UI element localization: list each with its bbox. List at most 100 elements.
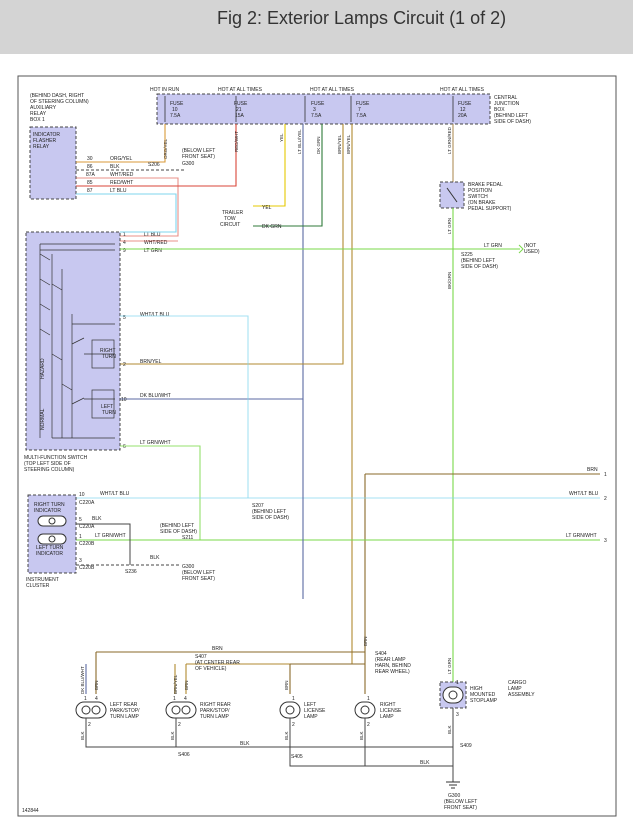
fuse-number: 7 (358, 107, 361, 113)
fuse-wires (120, 124, 454, 664)
not-used-arrow-icon (518, 244, 524, 254)
aux-relay-label: AUXILIARY (30, 105, 57, 111)
aux-relay-label: BOX 1 (30, 117, 45, 123)
page-continuation-wires (76, 473, 600, 664)
left-license-lamp (279, 701, 301, 719)
cluster-conn: C220B (79, 565, 95, 571)
wiring-diagram: HOT IN RUN HOT AT ALL TIMES HOT AT ALL T… (17, 75, 617, 817)
relay-wire-label: RED/WHT (110, 180, 133, 186)
s207-label: SIDE OF DASH) (252, 515, 289, 521)
wire-label: BRN/YEL (173, 674, 178, 694)
trailer-label: CIRCUIT (220, 222, 240, 228)
trailer-label: TRAILER (222, 210, 244, 216)
cluster-wire-label: WHT/LT BLU (100, 491, 130, 497)
left-turn-label: TURN (102, 410, 116, 416)
left-turn-label: LEFT (101, 404, 113, 410)
right-turn-indicator-label: INDICATOR (34, 508, 61, 514)
relay-wires (76, 124, 237, 237)
relay-wire-label: LT BLU (110, 188, 127, 194)
brake-switch-label: SWITCH (468, 194, 488, 200)
g300-label: FRONT SEAT) (182, 576, 215, 582)
lamp-pin: 1 (456, 680, 459, 686)
indicator-bulb-icon (37, 515, 67, 527)
wire-label: BRN (94, 680, 99, 690)
lamp-label: HIGH (470, 686, 483, 692)
relay-wire-label: ORG/YEL (110, 156, 132, 162)
ground-pin: 3 (456, 712, 459, 718)
s211-label: (BEHIND LEFT (160, 523, 194, 529)
ground-symbol-icon (446, 781, 460, 789)
wire-label: LT GRN (447, 218, 452, 234)
brn-label: BRN (587, 467, 598, 473)
fuse-number: 3 (313, 107, 316, 113)
mfs-pin: 10 (121, 397, 127, 403)
s225-label: SIDE OF DASH) (461, 264, 498, 270)
wire-label: LT GRN (447, 658, 452, 674)
diagram-frame (17, 75, 617, 817)
wire-label: LT BLU/YEL (297, 129, 302, 154)
ground-pin: 2 (367, 722, 370, 728)
g300-label: G300 (182, 161, 194, 167)
right-turn-label: RIGHT (100, 348, 116, 354)
wire-label: BRN/YEL (346, 134, 351, 154)
central-junction-box (156, 93, 491, 125)
wire-label: ORG/YEL (163, 138, 168, 159)
wire-label: BK/GRN (447, 272, 452, 289)
lamp-pin: 1 (84, 696, 87, 702)
cjb-label: (BEHIND LEFT (494, 113, 528, 119)
lamp-label: PARK/STOP/ (110, 708, 140, 714)
mfs-wire-label: LT GRN (144, 248, 162, 254)
relay-pin: 87 (87, 188, 93, 194)
brake-switch-label: (ON BRAKE (468, 200, 496, 206)
lamp-pin: 4 (95, 696, 98, 702)
ground-pin: 2 (292, 722, 295, 728)
off-page-ref: 2 (604, 496, 607, 502)
fuse-rating: 7.5A (311, 113, 322, 119)
relay-pin: 30 (87, 156, 93, 162)
lamp-label: LEFT REAR (110, 702, 138, 708)
left-turn-indicator-label: LEFT TURN (36, 545, 64, 551)
trailer-wire-label: DK GRN (262, 224, 282, 230)
fuse-rating: 15A (235, 113, 245, 119)
fuse-label: FUSE (458, 101, 472, 107)
s404-label: (REAR LAMP (375, 657, 406, 663)
left-turn-indicator-label: INDICATOR (36, 551, 63, 557)
figure-header: Fig 2: Exterior Lamps Circuit (1 of 2) (0, 0, 633, 54)
mfs-label: MULTI-FUNCTION SWITCH (24, 455, 88, 461)
left-rear-turn-lamp (75, 701, 107, 719)
off-page-ref: 1 (604, 472, 607, 478)
mfs-pin: 4 (123, 240, 126, 246)
s407-label: S407 (195, 654, 207, 660)
right-license-lamp (354, 701, 376, 719)
lamp-label: TURN LAMP (110, 714, 140, 720)
s207-label: S207 (252, 503, 264, 509)
brake-switch-label: PEDAL SUPPORT) (468, 206, 512, 212)
indicator-flasher-relay (29, 126, 77, 200)
aux-relay-label: (BEHIND DASH, RIGHT (30, 93, 84, 99)
hot-in-run-label: HOT IN RUN (150, 87, 179, 93)
not-used-label: (NOT (524, 243, 536, 249)
wire-label: DK GRN (316, 136, 321, 154)
cluster-pin: 10 (79, 492, 85, 498)
mfs-pin: 1 (123, 232, 126, 238)
s404-label: S404 (375, 651, 387, 657)
s407-label: OF VEHICLE) (195, 666, 227, 672)
mfs-wire-label: WHT/LT BLU (140, 312, 170, 318)
blk-label: BLK (240, 741, 250, 747)
right-rear-turn-lamp (165, 701, 197, 719)
fuse-label: FUSE (234, 101, 248, 107)
fuse-symbols (164, 96, 454, 122)
wire-label: BLK (447, 725, 452, 734)
cluster-wire-label: LT GRN/WHT (95, 533, 126, 539)
s409-label: S409 (460, 743, 472, 749)
wire-label: BRN/YEL (337, 134, 342, 154)
lamp-label: PARK/STOP/ (200, 708, 230, 714)
mfs-wire-label: LT BLU (144, 232, 161, 238)
mfs-wire-label: DK BLU/WHT (140, 393, 171, 399)
lamp-label: LICENSE (304, 708, 326, 714)
cluster-conn: C220A (79, 524, 95, 530)
brake-pedal-switch (439, 181, 465, 209)
high-mounted-stoplamp (442, 686, 464, 704)
switch-contact-icon (446, 187, 458, 203)
fuse-number: 12 (460, 107, 466, 113)
